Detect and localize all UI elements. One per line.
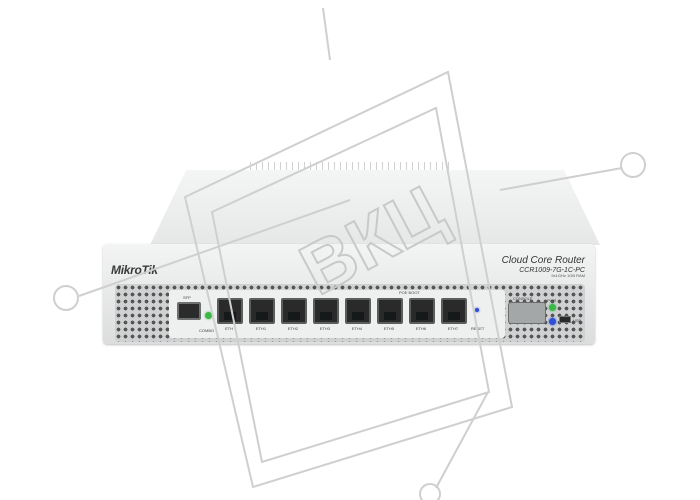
ethernet-port xyxy=(345,298,371,324)
usb-led xyxy=(549,318,556,325)
ethernet-port xyxy=(281,298,307,324)
combo-label: COMBO xyxy=(199,328,215,333)
watermark-line xyxy=(435,391,489,489)
port-label: ETH2 xyxy=(287,326,299,331)
watermark-circle xyxy=(53,285,79,311)
ethernet-port xyxy=(313,298,339,324)
reset-label: RESET xyxy=(471,326,485,331)
ethernet-port xyxy=(409,298,435,324)
ethernet-port xyxy=(249,298,275,324)
pwr-label: PWR xyxy=(547,298,557,303)
watermark-circle xyxy=(620,152,646,178)
brand-block: Cloud Core Router CCR1009-7G-1C-PC 9x1GH… xyxy=(501,255,585,278)
router-front-panel: MikroTik Cloud Core Router CCR1009-7G-1C… xyxy=(103,244,595,344)
port-label: ETH7 xyxy=(447,326,459,331)
device-top xyxy=(150,170,600,245)
port-label: ETH xyxy=(225,326,233,331)
usb-port xyxy=(559,316,571,323)
ethernet-port xyxy=(217,298,243,324)
ethernet-port xyxy=(441,298,467,324)
reset-button xyxy=(475,308,479,312)
sfp-port xyxy=(177,302,201,320)
port-label: ETH1 xyxy=(255,326,267,331)
console-label: CONSOLE xyxy=(513,296,533,301)
watermark-line xyxy=(322,7,331,61)
brand-line-3: 9x1GHz 1GB RAM xyxy=(551,272,585,278)
poe-label: POE BOOT xyxy=(399,290,420,295)
port-label: ETH4 xyxy=(351,326,363,331)
combo-led xyxy=(205,312,212,319)
usb-label: USB xyxy=(573,318,582,323)
port-label: ETH6 xyxy=(415,326,427,331)
serial-console-port xyxy=(508,302,546,324)
sfp-label: SFP xyxy=(183,295,191,300)
brand-line-1: Cloud Core Router xyxy=(501,255,585,266)
ethernet-port xyxy=(377,298,403,324)
watermark-circle xyxy=(419,483,441,500)
brand-line-2: CCR1009-7G-1C-PC xyxy=(519,266,585,274)
port-label: ETH3 xyxy=(319,326,331,331)
pwr-led xyxy=(549,304,556,311)
brand-logo: MikroTik xyxy=(111,263,158,277)
port-panel: SFP COMBO POE BOOT ETH ETH1 ETH2 ETH3 ET… xyxy=(169,290,505,338)
port-label: ETH5 xyxy=(383,326,395,331)
